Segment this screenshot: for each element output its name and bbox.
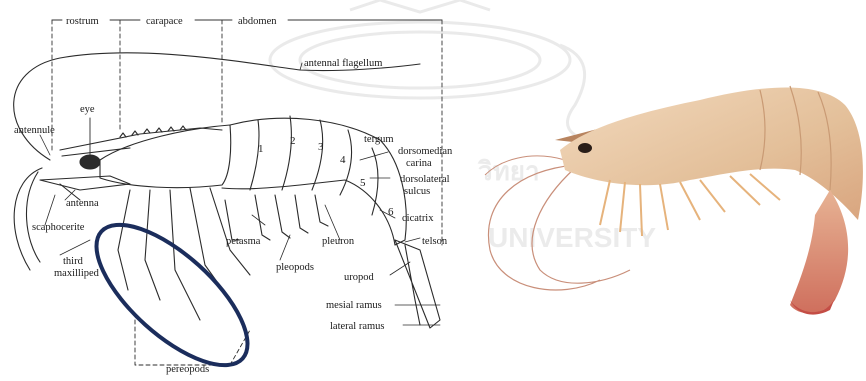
segment-number-5: 5 [360, 177, 366, 189]
label-eye: eye [80, 104, 95, 115]
label-antennule: antennule [14, 125, 55, 136]
segment-number-2: 2 [290, 135, 296, 147]
label-rostrum: rostrum [66, 16, 99, 27]
segment-number-6: 6 [388, 206, 394, 218]
segment-number-4: 4 [340, 154, 346, 166]
label-dorsolateral: dorsolateral [400, 174, 450, 185]
label-scaphocerite: scaphocerite [32, 222, 85, 233]
photo-tail [790, 190, 848, 313]
label-cicatrix: cicatrix [402, 213, 434, 224]
rostrum-teeth [120, 126, 186, 137]
label-pleopods: pleopods [276, 262, 314, 273]
label-petasma: petasma [226, 236, 261, 247]
label-antennal-flagellum: antennal flagellum [304, 58, 382, 69]
shrimp-photo [485, 86, 863, 315]
label-mesial-ramus: mesial ramus [326, 300, 382, 311]
label-pleuron: pleuron [322, 236, 355, 247]
label-maxilliped: maxilliped [54, 268, 100, 279]
label-third: third [63, 256, 84, 267]
antennule-flagella [14, 168, 42, 270]
scaphocerite-shape [40, 176, 130, 190]
leader-lines [40, 63, 440, 325]
eye-shape [80, 155, 100, 169]
label-carapace: carapace [146, 16, 183, 27]
label-dorsomedian: dorsomedian [398, 146, 453, 157]
label-tergum: tergum [364, 134, 394, 145]
labels: rostrum carapace abdomen antennal flagel… [14, 16, 453, 375]
label-sulcus: sulcus [404, 186, 430, 197]
label-telson: telson [422, 236, 448, 247]
label-pereopods: pereopods [166, 364, 209, 375]
region-brackets [52, 20, 442, 245]
segment-number-1: 1 [258, 143, 264, 155]
watermark: วิทยา UNIVERSITY [270, 0, 656, 253]
petasma-shape [225, 200, 240, 240]
segment-numbers: 1 2 3 4 5 6 [258, 135, 394, 218]
label-antenna: antenna [66, 198, 99, 209]
watermark-university-text: UNIVERSITY [488, 222, 656, 253]
label-carina: carina [406, 158, 432, 169]
label-uropod: uropod [344, 272, 374, 283]
photo-eye [578, 143, 592, 153]
label-lateral-ramus: lateral ramus [330, 321, 385, 332]
segment-number-3: 3 [318, 141, 324, 153]
carapace-outline [100, 125, 231, 188]
label-abdomen: abdomen [238, 16, 277, 27]
telson-uropod [395, 240, 440, 328]
shrimp-diagram [14, 20, 442, 365]
pleopods-shapes [255, 195, 328, 240]
